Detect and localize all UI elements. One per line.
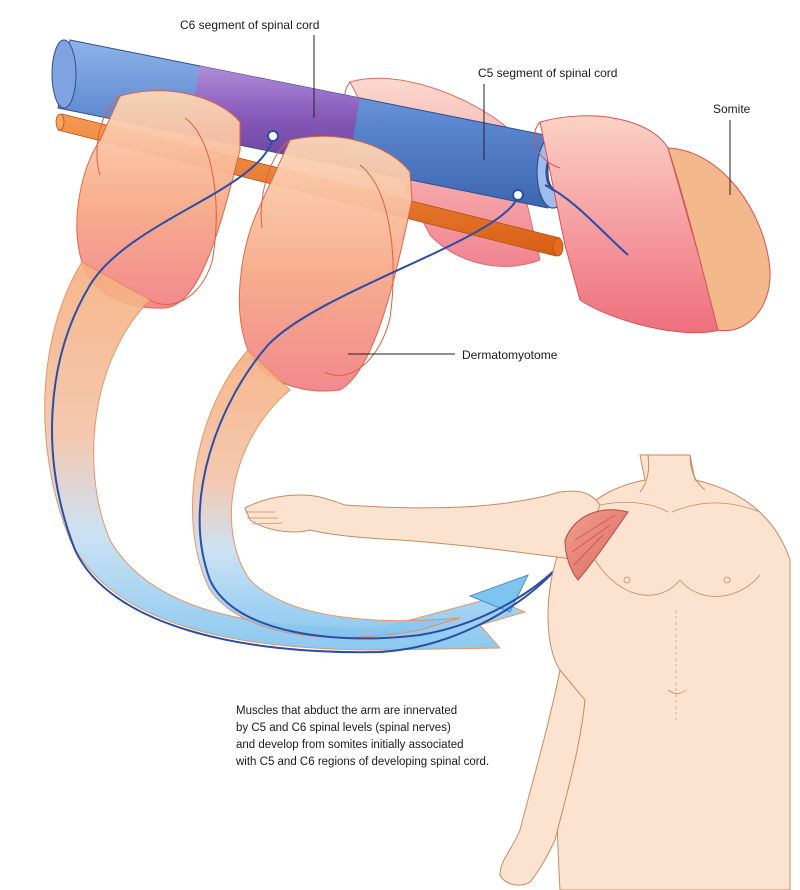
migration-arrow-head [468, 574, 529, 613]
svg-text:C6 segment of spinal cord: C6 segment of spinal cord [180, 18, 319, 32]
svg-text:by C5 and C6 spinal levels (sp: by C5 and C6 spinal levels (spinal nerve… [236, 722, 451, 734]
svg-text:Muscles that abduct the arm ar: Muscles that abduct the arm are innervat… [236, 705, 457, 717]
label-somite: Somite [713, 102, 751, 195]
dorsal-nerve [544, 184, 629, 256]
migration-ribbon-2 [192, 349, 461, 638]
svg-text:C5 segment of spinal cord: C5 segment of spinal cord [478, 66, 617, 80]
somite-right [533, 115, 771, 334]
svg-text:with C5 and C6 regions of deve: with C5 and C6 regions of developing spi… [235, 756, 489, 768]
label-dermatomyotome: Dermatomyotome [348, 348, 558, 362]
svg-text:and develop from somites initi: and develop from somites initially assoc… [236, 739, 464, 751]
svg-text:Dermatomyotome: Dermatomyotome [462, 348, 558, 362]
c5-nerve [198, 196, 561, 640]
label-c6-segment: C6 segment of spinal cord [180, 18, 319, 118]
deltoid-muscle [564, 509, 629, 581]
human-arm-abducted [244, 490, 601, 561]
human-arm-lowered [499, 668, 586, 886]
label-c5-segment: C5 segment of spinal cord [478, 66, 617, 160]
svg-text:Somite: Somite [713, 102, 751, 116]
migration-ribbon-1 [44, 261, 527, 651]
spinal-nerves [51, 130, 629, 654]
c6-nerve [51, 137, 561, 654]
dermatomyotome-c5 [238, 135, 413, 392]
caption: Muscles that abduct the arm are innervat… [235, 705, 489, 768]
